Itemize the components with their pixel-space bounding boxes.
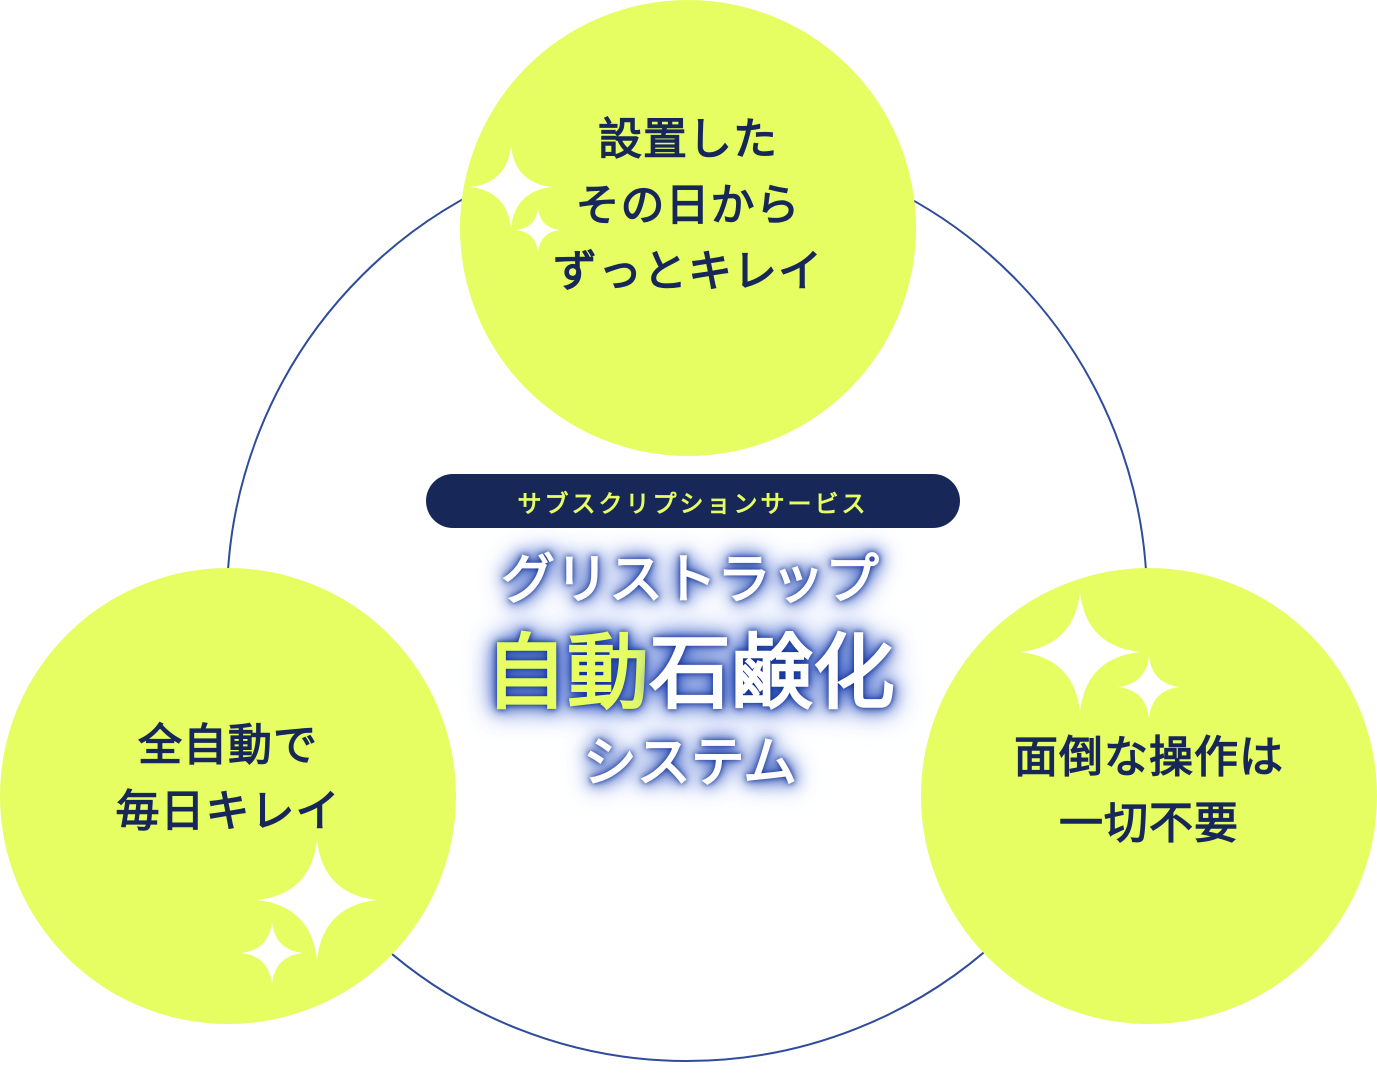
title-line-2: 自動石鹸化 bbox=[390, 622, 990, 726]
sparkle-icon bbox=[516, 208, 560, 252]
system-title: グリストラップ 自動石鹸化 システム bbox=[390, 540, 990, 800]
title-line-1: グリストラップ bbox=[501, 548, 879, 611]
feature-line: その日から bbox=[575, 179, 801, 231]
feature-line: ずっとキレイ bbox=[553, 245, 823, 297]
subscription-badge: サブスクリプションサービス bbox=[426, 474, 960, 528]
feature-text-right: 面倒な操作は 一切不要 bbox=[1014, 725, 1284, 857]
feature-bubble-right: 面倒な操作は 一切不要 bbox=[921, 568, 1377, 1024]
sparkle-icon bbox=[1020, 592, 1140, 712]
sparkle-icon bbox=[257, 840, 377, 960]
feature-text-left: 全自動で 毎日キレイ bbox=[116, 713, 341, 845]
title-accent-text: 自動 bbox=[484, 626, 649, 721]
sparkle-icon bbox=[470, 146, 552, 228]
sparkle-icon bbox=[1118, 656, 1180, 718]
feature-line: 一切不要 bbox=[1059, 798, 1239, 849]
subscription-badge-label: サブスクリプションサービス bbox=[517, 489, 869, 518]
sparkle-icon bbox=[241, 922, 303, 984]
feature-bubble-left: 全自動で 毎日キレイ bbox=[0, 568, 456, 1024]
feature-text-top: 設置した その日から ずっとキレイ bbox=[553, 107, 823, 305]
feature-line: 設置した bbox=[598, 113, 778, 165]
title-main-text: 石鹸化 bbox=[649, 626, 896, 721]
feature-line: 面倒な操作は bbox=[1014, 732, 1284, 783]
title-line-3: システム bbox=[582, 731, 798, 794]
feature-line: 全自動で bbox=[138, 719, 318, 771]
feature-line: 毎日キレイ bbox=[115, 785, 341, 837]
